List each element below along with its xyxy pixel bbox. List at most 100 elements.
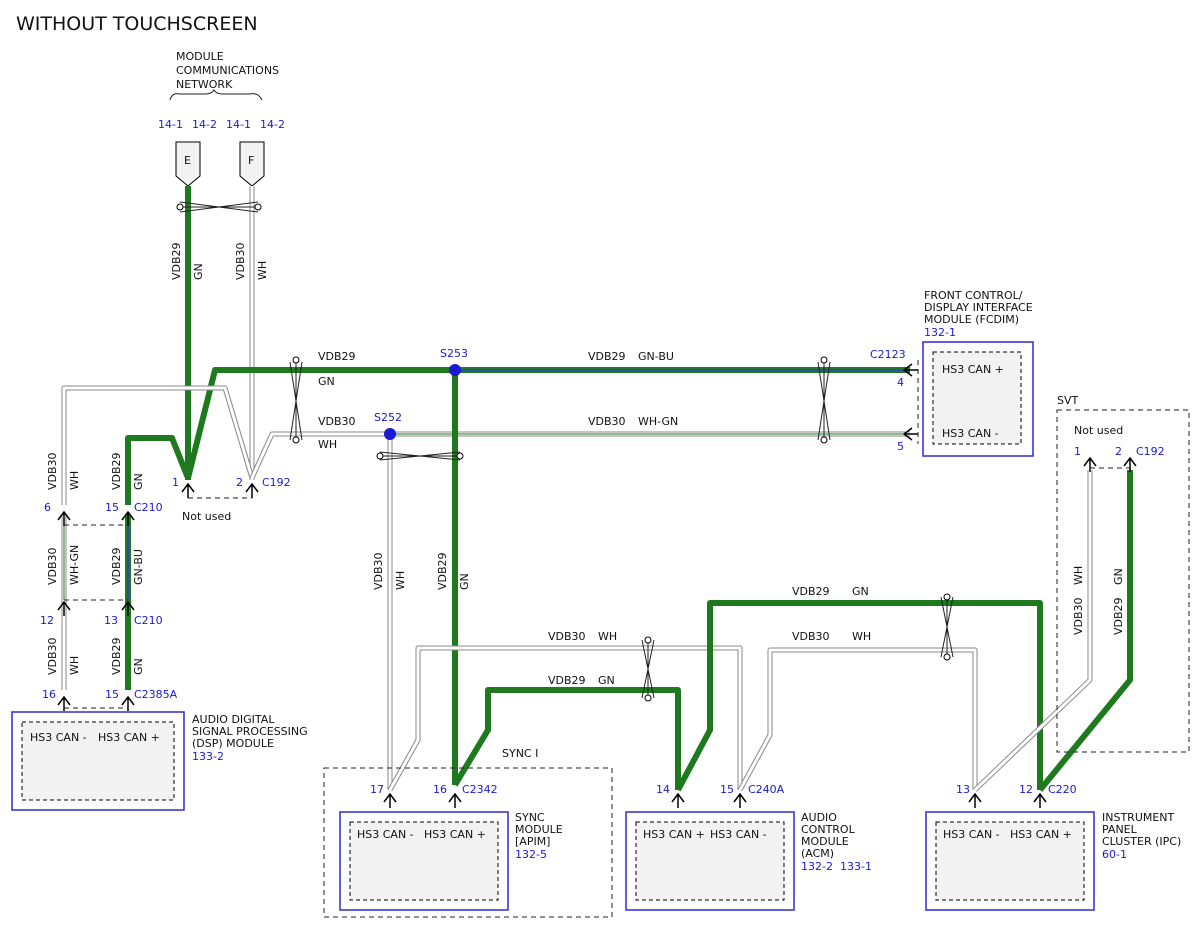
connector-e-shape [175,141,201,187]
pin-6: 6 [44,501,51,514]
svg-text:VDB30: VDB30 [1072,597,1085,635]
dsp-pin-a: HS3 CAN - [30,731,87,744]
acm-label-4: (ACM) [801,847,834,860]
svg-text:VDB30: VDB30 [372,552,385,590]
splice-s253 [449,364,461,376]
dsp-pin-b: HS3 CAN + [98,731,160,744]
svg-text:WH: WH [68,471,81,490]
connector-c2385a: C2385A [134,688,178,701]
svg-text:WH: WH [852,630,871,643]
svg-text:VDB30: VDB30 [588,415,626,428]
pin-15-dsp: 15 [105,688,119,701]
ipc-pin-a: HS3 CAN - [943,828,1000,841]
sync-group-label: SYNC I [502,747,538,760]
svt-pin-2: 2 [1115,445,1122,458]
connector-c2342: C2342 [462,783,498,796]
svg-text:GN: GN [1112,568,1125,585]
svg-text:VDB30: VDB30 [234,242,247,280]
acm-ref-1: 132-2 [801,860,833,873]
acm-pin-a: HS3 CAN + [643,828,705,841]
acm-ref-2: 133-1 [840,860,872,873]
fcdim-pin-a: HS3 CAN + [942,363,1004,376]
connector-c210-bottom: C210 [134,614,163,627]
svg-text:VDB29: VDB29 [110,547,123,585]
wire-gn-svt [1037,470,1133,792]
ipc-label-1: INSTRUMENT [1102,811,1175,824]
svg-text:VDB29: VDB29 [792,585,830,598]
apim-ref: 132-5 [515,848,547,861]
apim-label-1: SYNC [515,811,545,824]
pin-16-dsp: 16 [42,688,56,701]
pin-12-c210: 12 [40,614,54,627]
pin-13-ipc: 13 [956,783,970,796]
svg-text:VDB29: VDB29 [110,637,123,675]
svg-text:VDB29: VDB29 [1112,597,1125,635]
connector-f-label: F [248,154,254,167]
svg-text:GN-BU: GN-BU [638,350,674,363]
svg-text:WH: WH [256,261,269,280]
pin-15-c210: 15 [105,501,119,514]
network-label-3: NETWORK [176,78,233,91]
svg-text:GN: GN [132,658,145,675]
connector-c210-top: C210 [134,501,163,514]
fcdim-label-1: FRONT CONTROL/ [924,289,1023,302]
network-label-2: COMMUNICATIONS [176,64,279,77]
wire-wh-ipc [737,647,978,792]
svg-text:VDB30: VDB30 [548,630,586,643]
svg-text:GN-BU: GN-BU [132,549,145,585]
svg-text:GN: GN [192,263,205,280]
dsp-label-2: SIGNAL PROCESSING [192,725,308,738]
page-title: WITHOUT TOUCHSCREEN [16,13,258,35]
fcdim-label-3: MODULE (FCDIM) [924,313,1019,326]
apim-label-2: MODULE [515,823,563,836]
fcdim-pin-b: HS3 CAN - [942,427,999,440]
svg-text:VDB29: VDB29 [436,552,449,590]
dsp-ref: 133-2 [192,750,224,763]
svg-text:WH: WH [1072,566,1085,585]
svg-text:WH: WH [68,656,81,675]
wire-wh-s252 [249,431,910,480]
pin-5: 5 [897,440,904,453]
svg-text:VDB29: VDB29 [318,350,356,363]
connector-e-label: E [184,154,191,167]
wire-labels: VDB29 GN VDB30 WH VDB29 GN VDB29 GN-BU V… [46,242,1125,687]
svg-text:WH: WH [318,438,337,451]
svt-outline [1056,409,1190,753]
svg-text:GN: GN [598,674,615,687]
ref-f2: 14-2 [260,118,285,131]
ipc-ref: 60-1 [1102,848,1127,861]
svg-text:VDB30: VDB30 [46,637,59,675]
svg-text:VDB30: VDB30 [46,547,59,585]
pin-2: 2 [236,476,243,489]
twist-markers [176,201,954,702]
svt-pin-1: 1 [1074,445,1081,458]
svg-text:GN: GN [852,585,869,598]
ref-f1: 14-1 [226,118,251,131]
svg-text:GN: GN [458,573,471,590]
svg-text:VDB30: VDB30 [46,452,59,490]
svg-text:WH-GN: WH-GN [638,415,678,428]
pin-13-c210: 13 [104,614,118,627]
connector-c192: C192 [262,476,291,489]
apim-label-3: [APIM] [515,835,550,848]
ref-e1: 14-1 [158,118,183,131]
svg-text:GN: GN [318,375,335,388]
pin-16-apim: 16 [433,783,447,796]
pin-12-ipc: 12 [1019,783,1033,796]
svg-text:VDB29: VDB29 [170,242,183,280]
splice-s252 [384,428,396,440]
wire-wh-c210 [61,385,255,505]
pin-1: 1 [172,476,179,489]
pin-4: 4 [897,376,904,389]
svg-text:WH-GN: WH-GN [68,545,81,585]
connector-c240a: C240A [748,783,785,796]
network-brace [169,88,263,101]
acm-label-3: MODULE [801,835,849,848]
svt-not-used: Not used [1074,424,1123,437]
acm-pin-b: HS3 CAN - [710,828,767,841]
svg-text:VDB30: VDB30 [792,630,830,643]
splice-s252-label: S252 [374,411,402,424]
apim-pin-a: HS3 CAN - [357,828,414,841]
network-label-1: MODULE [176,50,224,63]
